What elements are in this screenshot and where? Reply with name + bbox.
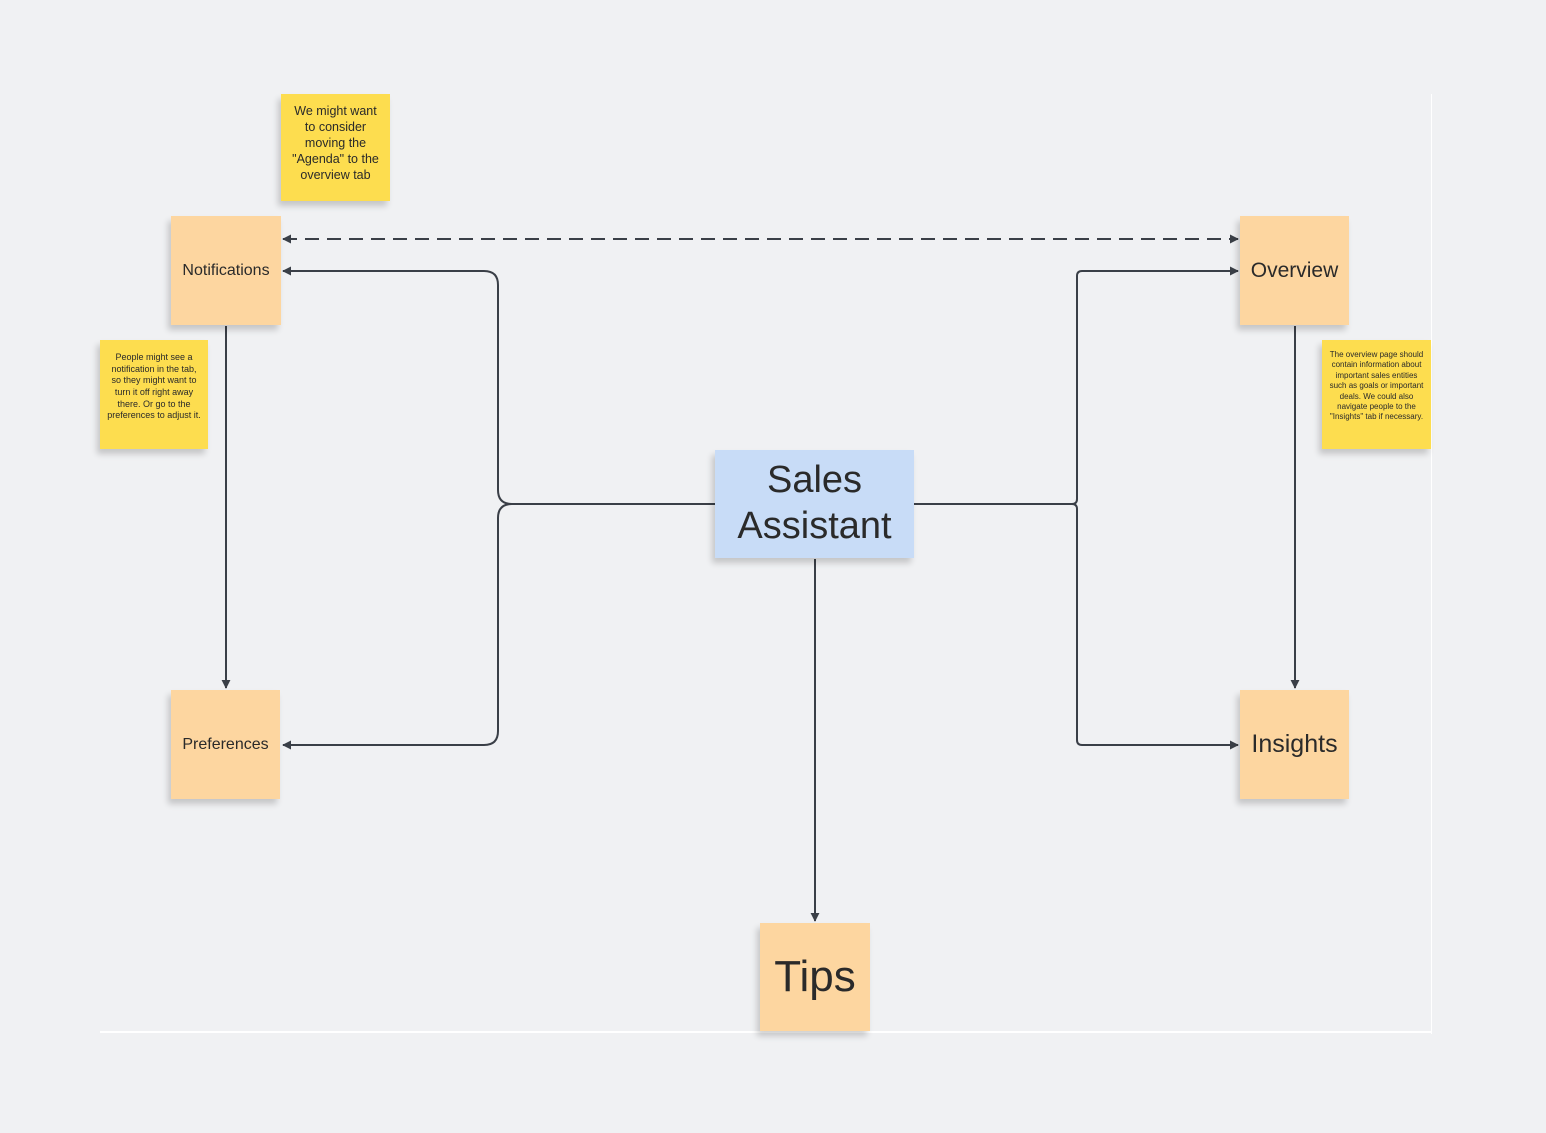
node-overview[interactable]: Overview — [1240, 216, 1349, 325]
frame-border-bottom — [100, 1031, 1432, 1033]
connector-center-preferences — [282, 503, 513, 750]
frame-border-right — [1431, 94, 1432, 1034]
connector-center-notifications — [282, 266, 715, 505]
note-notifications[interactable]: People might see a notification in the t… — [100, 340, 208, 449]
node-notifications[interactable]: Notifications — [171, 216, 281, 325]
node-tips[interactable]: Tips — [760, 923, 870, 1031]
connector-center-overview — [914, 266, 1239, 505]
node-insights[interactable]: Insights — [1240, 690, 1349, 799]
note-agenda[interactable]: We might want to consider moving the "Ag… — [281, 94, 390, 201]
connector-center-insights — [1071, 503, 1239, 750]
node-preferences[interactable]: Preferences — [171, 690, 280, 799]
note-overview[interactable]: The overview page should contain informa… — [1322, 340, 1431, 449]
node-sales-assistant[interactable]: Sales Assistant — [715, 450, 914, 558]
